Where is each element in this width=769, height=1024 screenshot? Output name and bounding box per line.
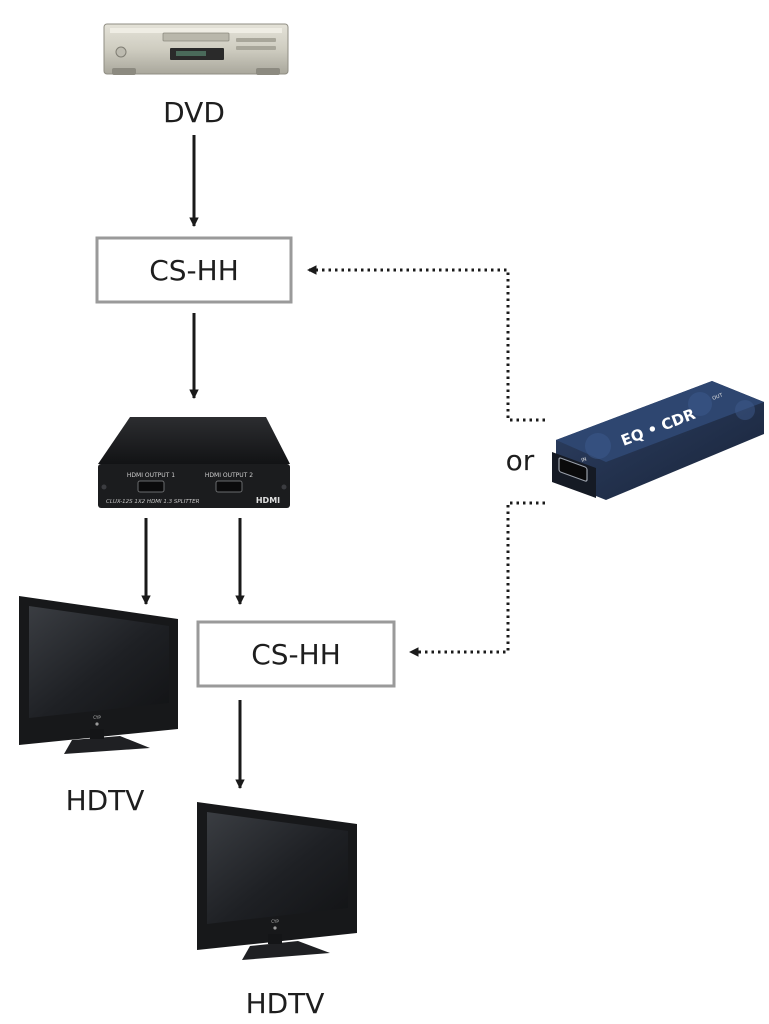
- or-label: or: [506, 444, 535, 477]
- hdtv-left-image: [19, 596, 178, 754]
- hdtv-bottom-label: HDTV: [246, 987, 325, 1020]
- cs-hh-bottom-label: CS-HH: [251, 638, 341, 671]
- dotted-arrow-eq-to-cs-hh-top: [307, 265, 545, 422]
- eq-cdr-out-label: OUT: [712, 392, 725, 402]
- cs-hh-bottom-box: [196, 620, 396, 688]
- eq-cdr-in-label: IN: [581, 456, 588, 464]
- eq-cdr-device-image: [552, 381, 764, 500]
- dvd-label: DVD: [163, 96, 225, 129]
- splitter-output2-label: HDMI OUTPUT 2: [205, 472, 253, 479]
- hdtv-bottom-image: [197, 802, 357, 960]
- splitter-model-label: CLUX-12S 1X2 HDMI 1.3 SPLITTER: [106, 499, 200, 505]
- cs-hh-top-label: CS-HH: [149, 254, 239, 287]
- splitter-hdmi-logo: HDMI: [256, 496, 280, 505]
- dvd-player-image: [103, 23, 289, 75]
- dotted-arrow-eq-to-cs-hh-bottom: [409, 501, 545, 657]
- hdmi-splitter-image: [98, 417, 290, 508]
- hdtv-left-brand: CYP: [93, 715, 101, 720]
- cs-hh-top-box: [95, 236, 293, 304]
- splitter-output1-label: HDMI OUTPUT 1: [127, 472, 175, 479]
- hdtv-left-label: HDTV: [66, 784, 145, 817]
- hdtv-bottom-brand: CYP: [271, 919, 279, 924]
